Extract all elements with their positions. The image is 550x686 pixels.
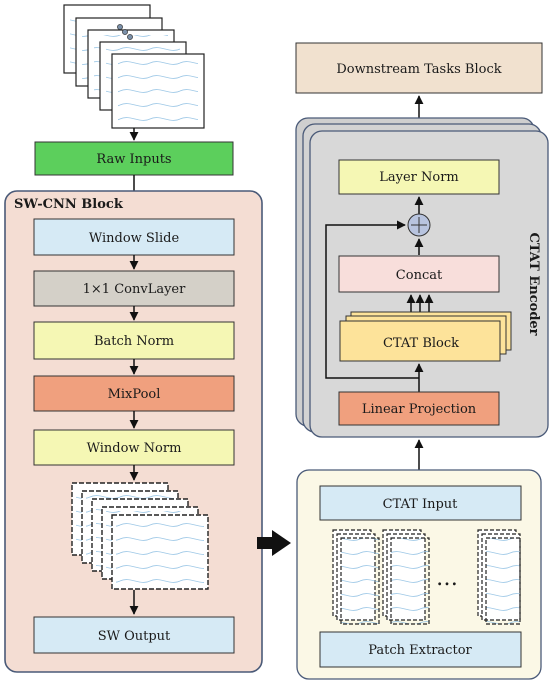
sw-cnn-title: SW-CNN Block <box>14 197 124 212</box>
right-arrow-icon <box>257 530 291 556</box>
window-norm-box <box>33 429 235 466</box>
layer-norm-label: Layer Norm <box>379 170 459 185</box>
conv-layer-box <box>33 270 235 307</box>
mixpool-box <box>33 375 235 412</box>
dot-icon <box>117 24 123 30</box>
window-slide-label: Window Slide <box>89 231 180 246</box>
patch-extractor-box <box>319 631 522 668</box>
downstream-label: Downstream Tasks Block <box>336 62 501 77</box>
downstream-box <box>295 42 543 94</box>
concat-box <box>338 255 500 293</box>
add-icon <box>407 213 431 237</box>
residual-connection <box>325 220 419 379</box>
conv-layer-label: 1×1 ConvLayer <box>83 282 186 297</box>
patch-stack <box>332 529 380 625</box>
mixpool-label: MixPool <box>108 387 161 402</box>
batch-norm-box <box>33 321 235 360</box>
ctat-input-box <box>319 485 522 521</box>
batch-norm-label: Batch Norm <box>94 334 174 349</box>
patch-stack <box>477 529 521 625</box>
dot-icon <box>127 34 133 40</box>
window-stack <box>71 482 209 590</box>
window-slide-box <box>33 218 235 256</box>
ctat-block-label: CTAT Block <box>383 336 459 351</box>
concat-label: Concat <box>396 268 443 283</box>
dot-icon <box>122 29 128 35</box>
linear-projection-box <box>338 391 500 426</box>
ctat-encoder-title: CTAT Encoder <box>526 232 541 335</box>
ctat-input-label: CTAT Input <box>383 497 459 512</box>
ctat-block-stack <box>339 311 512 362</box>
patch-extractor-label: Patch Extractor <box>368 643 472 658</box>
layer-norm-box <box>338 159 500 195</box>
raw-inputs-label: Raw Inputs <box>96 152 171 167</box>
window-norm-label: Window Norm <box>87 441 182 456</box>
sw-output-box <box>33 616 235 654</box>
linear-projection-label: Linear Projection <box>362 402 477 417</box>
raw-input-stack <box>63 4 205 129</box>
ellipsis: … <box>436 566 458 591</box>
sw-output-label: SW Output <box>98 629 171 644</box>
patch-stack <box>382 529 430 625</box>
